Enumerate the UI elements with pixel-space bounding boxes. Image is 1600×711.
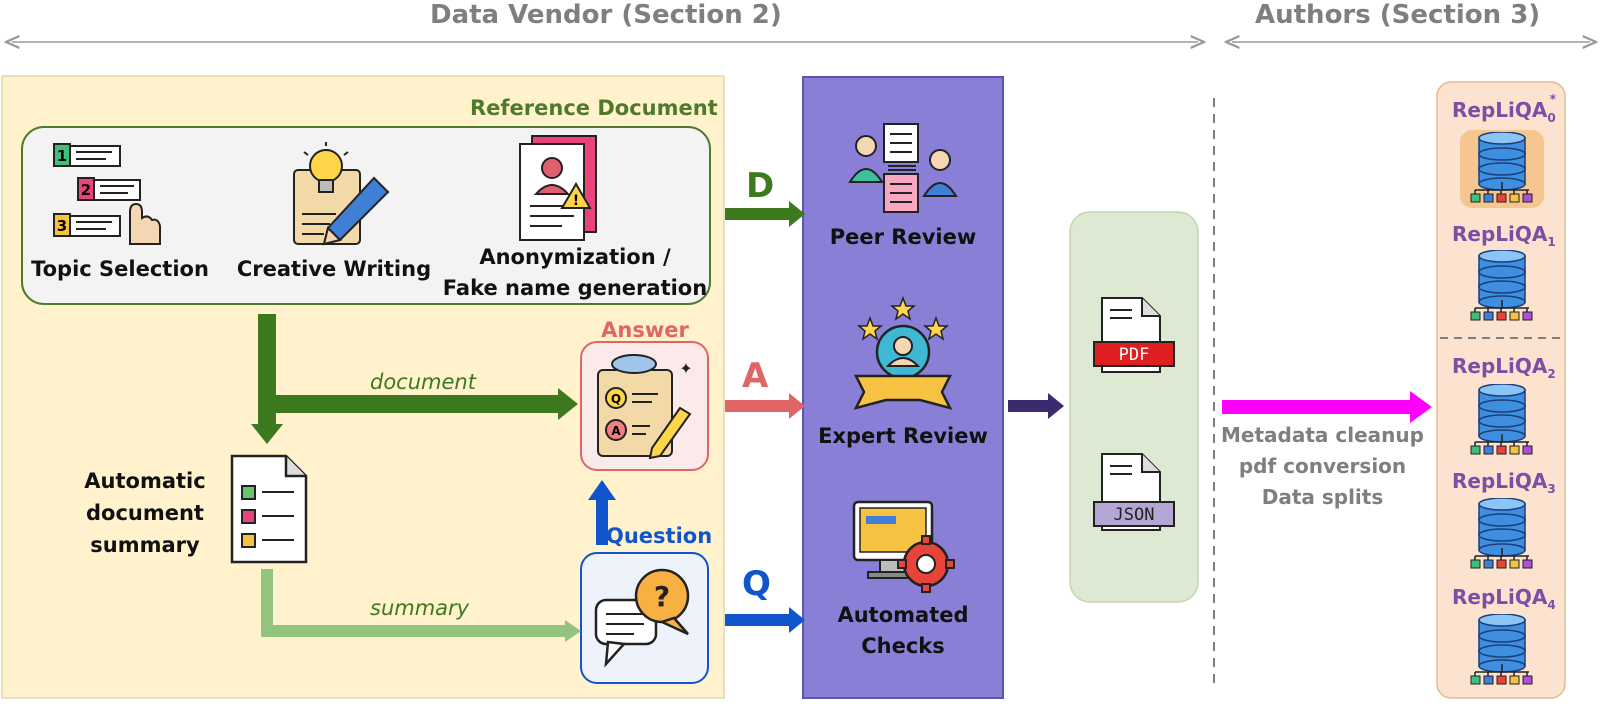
dataset-label-2: RepLiQA2 (1452, 354, 1556, 381)
dataset-star-0: * (1549, 92, 1557, 107)
automated-checks-line2: Checks (861, 634, 945, 658)
qa-clipboard-icon: Q A ✦ (597, 354, 693, 460)
answer-title: Answer (601, 318, 689, 342)
d-arrowhead (789, 201, 805, 227)
q-arrowhead (789, 607, 805, 633)
formats-arrowhead (1048, 393, 1064, 419)
topic-selection-label: Topic Selection (31, 257, 209, 281)
dataset-sub-1: 1 (1547, 235, 1556, 249)
summary-flow-label: summary (370, 596, 470, 620)
svg-text:✦: ✦ (679, 359, 692, 378)
expert-review-label: Expert Review (818, 424, 988, 448)
database-icon (1470, 384, 1533, 455)
question-up-arrowhead (588, 480, 616, 500)
document-branch (258, 395, 560, 413)
dataset-sub-0: 0 (1547, 111, 1556, 125)
dataset-sub-3: 3 (1547, 482, 1556, 496)
dataset-label-1: RepLiQA1 (1452, 222, 1556, 249)
vendor-section-header: Data Vendor (Section 2) (430, 0, 782, 30)
svg-text:2: 2 (81, 181, 91, 199)
automated-checks-line1: Automated (837, 603, 969, 627)
reference-document-title: Reference Document (470, 96, 718, 120)
gear-monitor-icon (852, 500, 955, 593)
dataset-name-4: RepLiQA (1452, 585, 1548, 609)
question-up-shaft (596, 498, 608, 545)
auto-summary-line1: Automatic (84, 469, 206, 493)
dataset-sub-2: 2 (1547, 367, 1556, 381)
dataset-name-3: RepLiQA (1452, 469, 1548, 493)
svg-text:A: A (611, 424, 621, 438)
numbered-list-icon: 1 2 3 (53, 143, 161, 245)
auto-summary-line3: summary (90, 533, 200, 557)
letter-d: D (746, 166, 775, 206)
question-title: Question (606, 524, 713, 548)
formats-arrow-shaft (1008, 400, 1050, 412)
anonymization-label-line2: Fake name generation (442, 276, 708, 300)
trunk-down-arrowhead (251, 424, 283, 444)
lightbulb-pen-icon (293, 142, 390, 246)
checklist-icon (230, 454, 308, 564)
authors-arrow-shaft (1222, 400, 1412, 414)
document-flow-label: document (370, 370, 476, 394)
peer-review-icon (848, 123, 958, 213)
q-arrow-shaft (725, 614, 791, 626)
dataset-label-3: RepLiQA3 (1452, 469, 1556, 496)
pdf-label: PDF (1118, 345, 1150, 365)
formats-panel (1069, 211, 1199, 603)
dataset-name-1: RepLiQA (1452, 222, 1548, 246)
dataset-label-0: RepLiQA0 * (1452, 92, 1556, 125)
a-arrowhead (789, 393, 805, 419)
document-arrowhead (558, 388, 578, 420)
dataset-name-0: RepLiQA (1452, 98, 1548, 122)
peer-review-label: Peer Review (829, 225, 977, 249)
svg-text:Q: Q (611, 392, 621, 406)
letter-a: A (742, 356, 769, 396)
anonymization-label-line1: Anonymization / (479, 245, 671, 269)
svg-text:!: ! (573, 193, 579, 209)
dataset-name-2: RepLiQA (1452, 354, 1548, 378)
summary-arrowhead (565, 620, 581, 642)
summary-right (261, 625, 567, 637)
expert-award-icon (853, 296, 953, 410)
authors-arrowhead (1410, 391, 1432, 423)
dataset-sub-4: 4 (1547, 598, 1556, 612)
creative-writing-label: Creative Writing (236, 257, 432, 281)
pdf-conversion-label: pdf conversion (1238, 454, 1407, 478)
question-chat-icon: ? (594, 568, 690, 668)
metadata-cleanup-label: Metadata cleanup (1221, 423, 1424, 447)
svg-text:1: 1 (57, 147, 67, 165)
svg-text:?: ? (654, 580, 670, 613)
data-splits-label: Data splits (1261, 485, 1384, 509)
json-label: JSON (1113, 505, 1155, 525)
database-icon (1470, 250, 1533, 321)
database-icon (1470, 498, 1533, 569)
pdf-file-icon (1093, 297, 1175, 373)
dataset-label-4: RepLiQA4 (1452, 585, 1556, 612)
auto-summary-line2: document (86, 501, 204, 525)
database-icon (1470, 614, 1533, 685)
json-file-icon (1093, 453, 1175, 531)
d-arrow-shaft (725, 208, 791, 220)
summary-down (261, 569, 273, 635)
database-icon (1470, 132, 1533, 203)
a-arrow-shaft (725, 400, 791, 412)
authors-section-header: Authors (Section 3) (1255, 0, 1541, 30)
letter-q: Q (742, 564, 771, 604)
anonymous-profile-icon: ! (519, 135, 597, 241)
svg-text:3: 3 (57, 217, 67, 235)
